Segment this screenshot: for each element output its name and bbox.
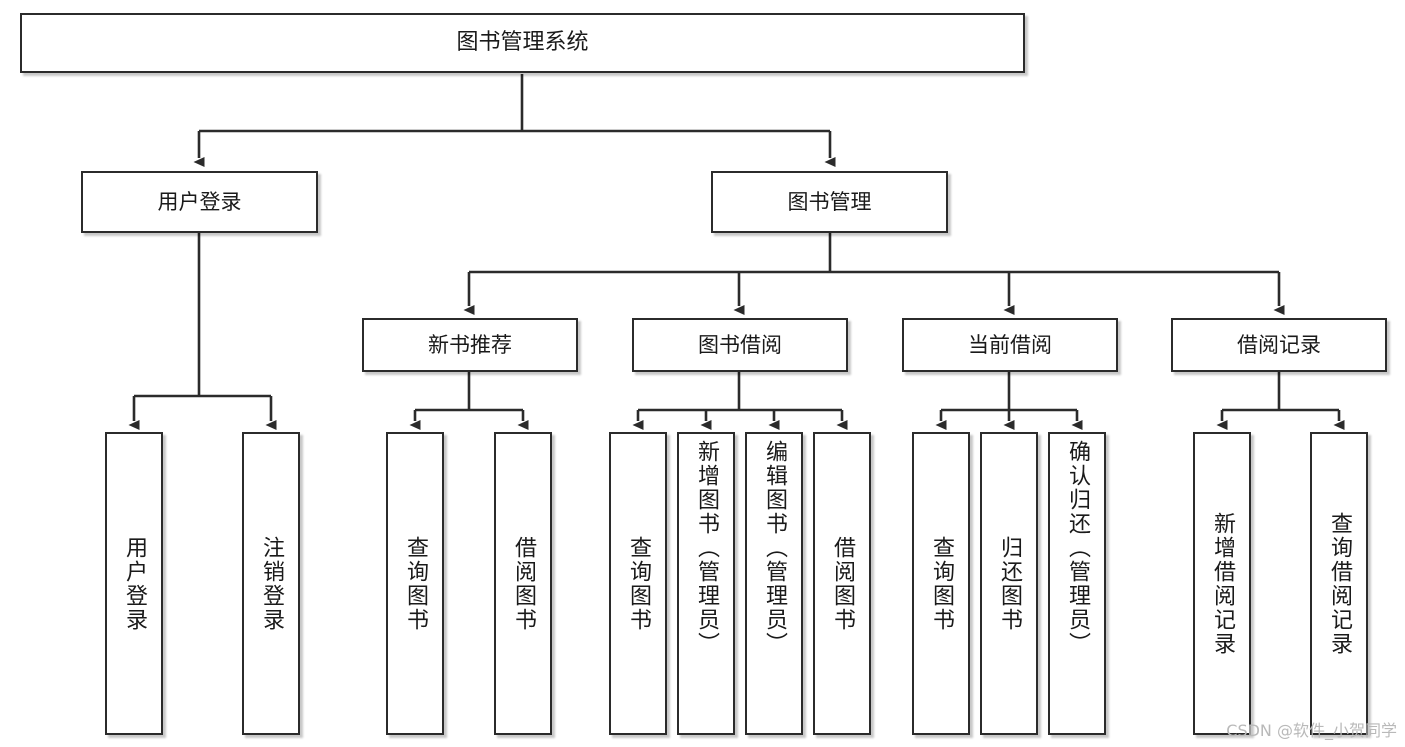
- node-label: 查询借阅记录: [1327, 511, 1352, 656]
- leaf-confirm-return-admin[interactable]: 确认归还（管理员）: [1048, 432, 1106, 735]
- leaf-query-book-borrow[interactable]: 查询图书: [609, 432, 667, 735]
- leaf-borrow-book[interactable]: 借阅图书: [813, 432, 871, 735]
- node-borrow-record[interactable]: 借阅记录: [1171, 318, 1387, 372]
- node-label: 用户登录: [122, 535, 147, 632]
- node-label: 注销登录: [259, 535, 284, 632]
- node-label: 当前借阅: [968, 332, 1052, 357]
- leaf-add-book-admin[interactable]: 新增图书（管理员）: [677, 432, 735, 735]
- node-book-management[interactable]: 图书管理: [711, 171, 948, 233]
- leaf-user-login[interactable]: 用户登录: [105, 432, 163, 735]
- leaf-query-borrow-record[interactable]: 查询借阅记录: [1310, 432, 1368, 735]
- node-label: 编辑图书（管理员）: [762, 440, 787, 656]
- node-root-book-management-system[interactable]: 图书管理系统: [20, 13, 1025, 73]
- node-label: 图书管理系统: [456, 30, 589, 56]
- leaf-query-book-current[interactable]: 查询图书: [912, 432, 970, 735]
- node-user-login[interactable]: 用户登录: [81, 171, 318, 233]
- leaf-return-book[interactable]: 归还图书: [980, 432, 1038, 735]
- leaf-edit-book-admin[interactable]: 编辑图书（管理员）: [745, 432, 803, 735]
- node-label: 新书推荐: [428, 332, 512, 357]
- node-label: 新增图书（管理员）: [694, 440, 719, 656]
- node-label: 借阅图书: [830, 535, 855, 632]
- node-label: 查询图书: [403, 535, 428, 632]
- node-new-book-recommend[interactable]: 新书推荐: [362, 318, 578, 372]
- node-label: 图书管理: [787, 189, 872, 214]
- node-label: 查询图书: [929, 535, 954, 632]
- node-label: 用户登录: [157, 189, 242, 214]
- node-label: 借阅记录: [1237, 332, 1321, 357]
- node-label: 确认归还（管理员）: [1065, 440, 1090, 656]
- node-label: 借阅图书: [511, 535, 536, 632]
- watermark-text: CSDN @软件_小贺同学: [1226, 721, 1397, 740]
- node-book-borrow[interactable]: 图书借阅: [632, 318, 848, 372]
- leaf-query-book-recommend[interactable]: 查询图书: [386, 432, 444, 735]
- node-current-borrow[interactable]: 当前借阅: [902, 318, 1118, 372]
- node-label: 新增借阅记录: [1210, 511, 1235, 656]
- leaf-borrow-book-recommend[interactable]: 借阅图书: [494, 432, 552, 735]
- node-label: 查询图书: [626, 535, 651, 632]
- node-label: 图书借阅: [698, 332, 782, 357]
- node-label: 归还图书: [997, 535, 1022, 632]
- leaf-add-borrow-record[interactable]: 新增借阅记录: [1193, 432, 1251, 735]
- leaf-logout[interactable]: 注销登录: [242, 432, 300, 735]
